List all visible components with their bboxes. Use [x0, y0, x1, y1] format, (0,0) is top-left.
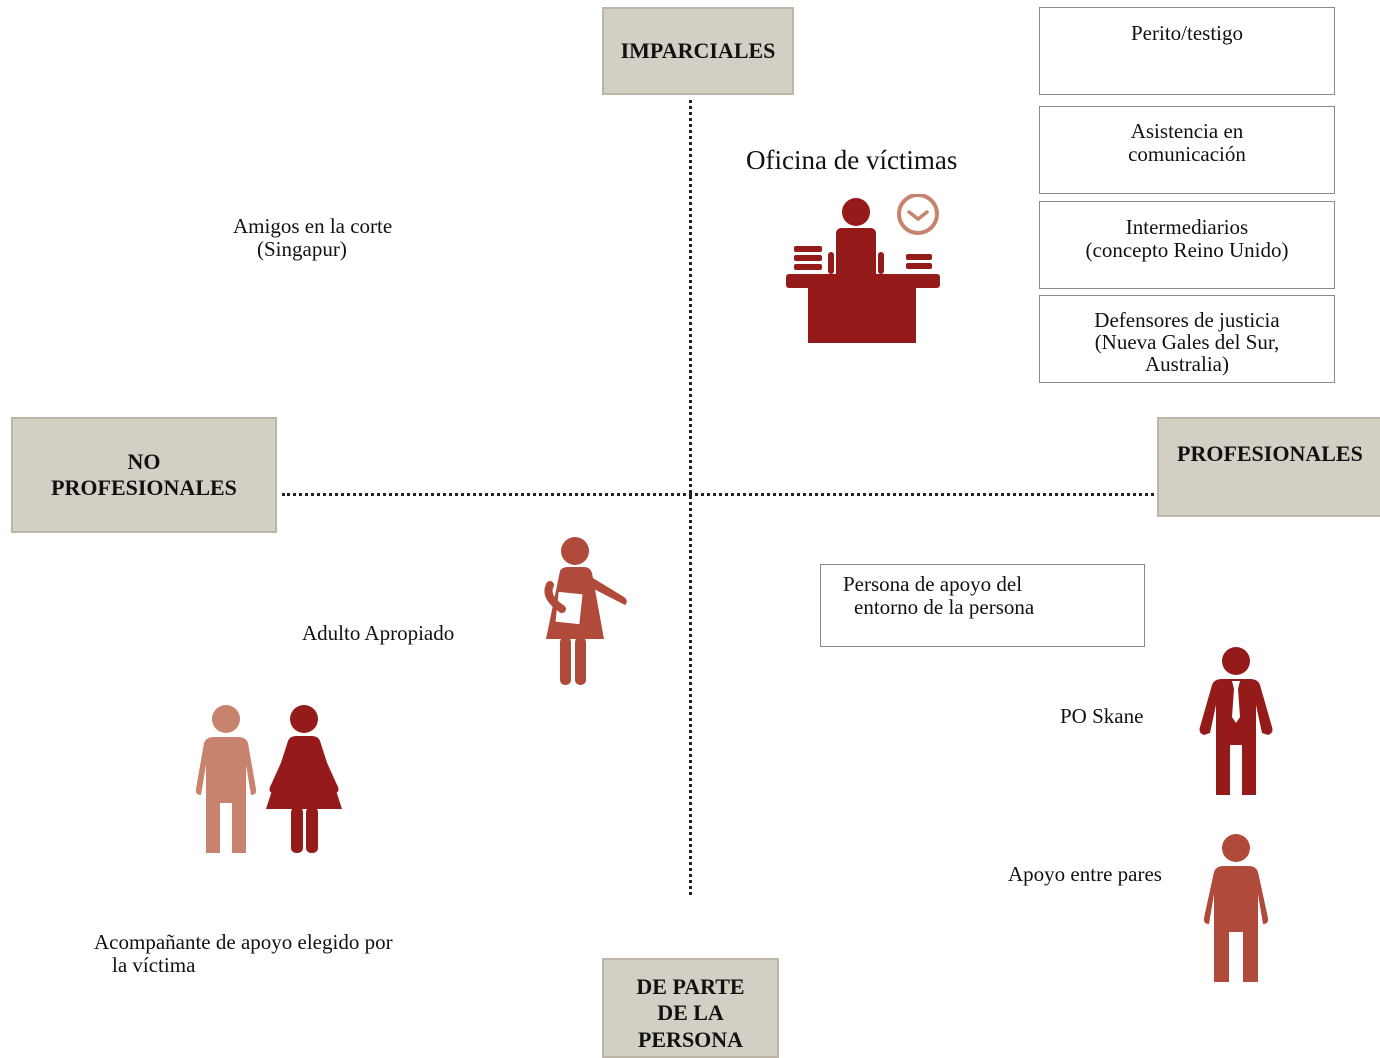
role-intermediaries-line2: (concepto Reino Unido): [1085, 238, 1289, 262]
role-communication-assistance: Asistencia en comunicación: [1039, 106, 1335, 194]
chosen-companion-line2: la víctima: [112, 953, 196, 977]
role-intermediaries: Intermediarios (concepto Reino Unido): [1039, 201, 1335, 289]
friends-court-line2: (Singapur): [257, 237, 347, 261]
man-figure: [195, 705, 257, 853]
role-support-person: Persona de apoyo del entorno de la perso…: [820, 564, 1145, 647]
role-justice-advocates-line1: Defensores de justicia: [1094, 308, 1280, 332]
role-justice-advocates: Defensores de justicia (Nueva Gales del …: [1039, 295, 1335, 383]
po-skane-label: PO Skane: [1060, 704, 1144, 728]
axis-non-professional: NO PROFESIONALES: [11, 417, 277, 533]
axis-professional: PROFESIONALES: [1157, 417, 1380, 517]
horizontal-axis-line: [282, 493, 1154, 496]
man-icon: [1203, 834, 1269, 982]
axis-person-side: DE PARTE DE LA PERSONA: [602, 958, 779, 1058]
role-justice-advocates-line2: (Nueva Gales del Sur,: [1094, 330, 1280, 354]
axis-non-professional-line1: NO: [127, 448, 161, 474]
role-expert-witness-line1: Perito/testigo: [1131, 21, 1243, 45]
axis-professional-label: PROFESIONALES: [1177, 441, 1363, 466]
axis-person-side-line3: PERSONA: [637, 1026, 744, 1052]
couple-icon: [195, 705, 342, 853]
victims-office-label: Oficina de víctimas: [746, 145, 958, 175]
peer-support-label: Apoyo entre pares: [1008, 862, 1162, 886]
reception-desk-icon: [786, 194, 940, 343]
woman-clipboard-icon: [544, 537, 627, 685]
friends-court-line1: Amigos en la corte: [233, 214, 393, 238]
role-communication-assistance-line1: Asistencia en: [1130, 119, 1244, 143]
axis-person-side-line1: DE PARTE: [636, 974, 745, 999]
role-support-person-line2: entorno de la persona: [854, 595, 1035, 619]
clock-icon: [897, 194, 939, 235]
axis-impartial-label: IMPARCIALES: [620, 37, 776, 63]
role-support-person-line1: Persona de apoyo del: [843, 572, 1023, 596]
role-expert-witness: Perito/testigo: [1039, 7, 1335, 95]
role-intermediaries-line1: Intermediarios: [1125, 215, 1249, 239]
axis-person-side-line2: DE LA: [657, 1000, 724, 1026]
axis-impartial: IMPARCIALES: [602, 7, 794, 95]
woman-figure: [266, 705, 342, 853]
man-tie-icon: [1199, 647, 1273, 795]
axis-non-professional-line2: PROFESIONALES: [51, 475, 237, 500]
vertical-axis-line: [689, 100, 692, 895]
appropriate-adult-label: Adulto Apropiado: [302, 621, 455, 645]
role-justice-advocates-line3: Australia): [1145, 352, 1229, 376]
role-communication-assistance-line2: comunicación: [1128, 142, 1246, 166]
chosen-companion-line1: Acompañante de apoyo elegido por: [94, 930, 393, 954]
